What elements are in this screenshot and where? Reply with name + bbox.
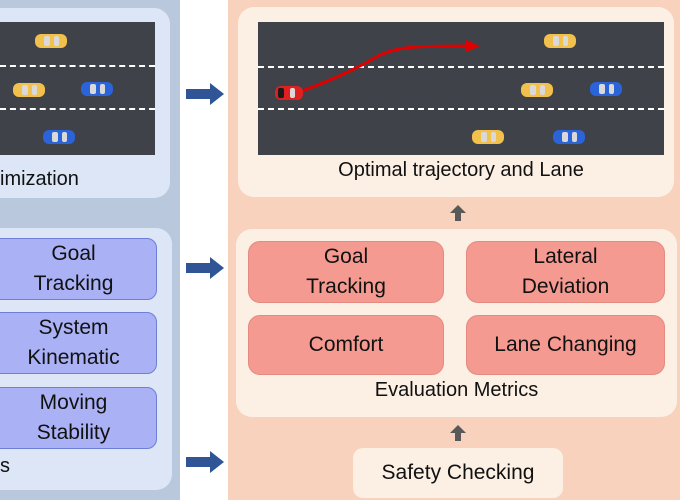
up-arrow-icon	[450, 425, 466, 441]
right-arrow-icon	[186, 257, 224, 279]
car-icon	[35, 34, 67, 48]
left-top-caption: imization	[0, 168, 79, 190]
safety-checking-label: Safety Checking	[381, 461, 535, 484]
up-arrow-icon	[450, 205, 466, 221]
car-icon	[590, 82, 622, 96]
metrics-caption: Evaluation Metrics	[374, 379, 539, 401]
car-icon	[81, 82, 113, 96]
car-icon	[43, 130, 75, 144]
safety-checking-box: Safety Checking	[353, 448, 563, 498]
left-bottom-caption: s	[0, 455, 10, 477]
metric-lane-changing: Lane Changing	[466, 315, 665, 375]
car-icon	[472, 130, 504, 144]
right-arrow-icon	[186, 83, 224, 105]
car-icon	[521, 83, 553, 97]
right-arrow-icon	[186, 451, 224, 473]
trajectory-caption: Optimal trajectory and Lane	[338, 159, 584, 181]
car-icon	[13, 83, 45, 97]
car-icon	[275, 86, 303, 100]
car-icon	[544, 34, 576, 48]
car-icon	[553, 130, 585, 144]
trajectory-path	[295, 40, 480, 95]
metric-comfort: Comfort	[248, 315, 444, 375]
